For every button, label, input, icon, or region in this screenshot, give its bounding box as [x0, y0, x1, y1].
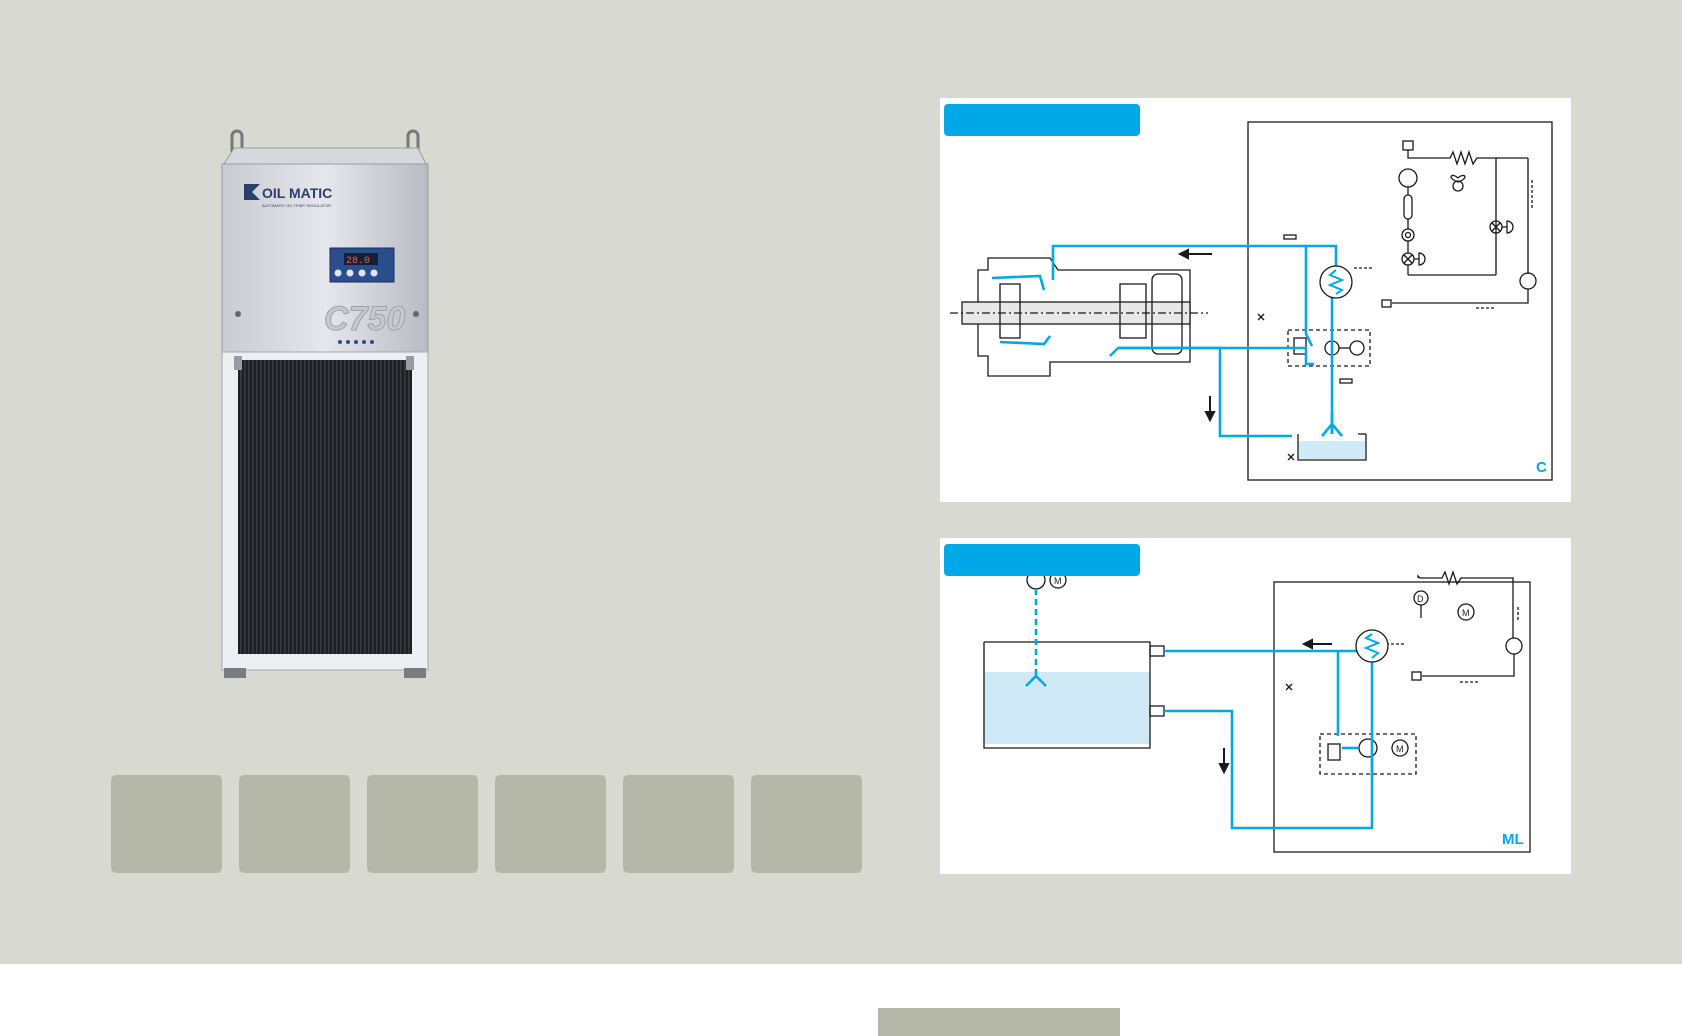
thumbnail-2[interactable]: [239, 775, 350, 873]
model-emboss: C750: [324, 300, 405, 338]
thumbnail-1[interactable]: [111, 775, 222, 873]
brand-subtitle: AUTOMATIC OIL TEMP. REGULATOR: [262, 203, 331, 208]
control-display[interactable]: 28.0: [329, 247, 395, 283]
svg-text:D: D: [1417, 594, 1424, 604]
footer-tab[interactable]: [878, 1008, 1120, 1036]
temperature-readout: 28.0: [346, 256, 370, 267]
diagram-tab-c[interactable]: [944, 104, 1140, 136]
svg-text:M: M: [1054, 576, 1062, 586]
svg-text:M: M: [1462, 608, 1470, 618]
brand-name: OIL MATIC: [262, 185, 332, 201]
diagram-tab-ml[interactable]: [944, 544, 1140, 576]
diagram-panel-c: C: [940, 98, 1571, 502]
thumbnail-3[interactable]: [367, 775, 478, 873]
hydraulic-diagram-c: C: [950, 121, 1553, 481]
thumbnail-6[interactable]: [751, 775, 862, 873]
product-image: OIL MATIC AUTOMATIC OIL TEMP. REGULATOR …: [212, 120, 444, 680]
model-code-c: C: [1536, 459, 1547, 476]
thumbnail-4[interactable]: [495, 775, 606, 873]
model-code-ml: ML: [1502, 831, 1524, 848]
thumbnail-5[interactable]: [623, 775, 734, 873]
diagram-panel-ml: M M M D ML: [940, 538, 1571, 874]
svg-text:M: M: [1396, 744, 1404, 754]
brand-logo-icon: [244, 184, 260, 200]
hydraulic-diagram-ml: M M M D ML: [983, 546, 1531, 853]
